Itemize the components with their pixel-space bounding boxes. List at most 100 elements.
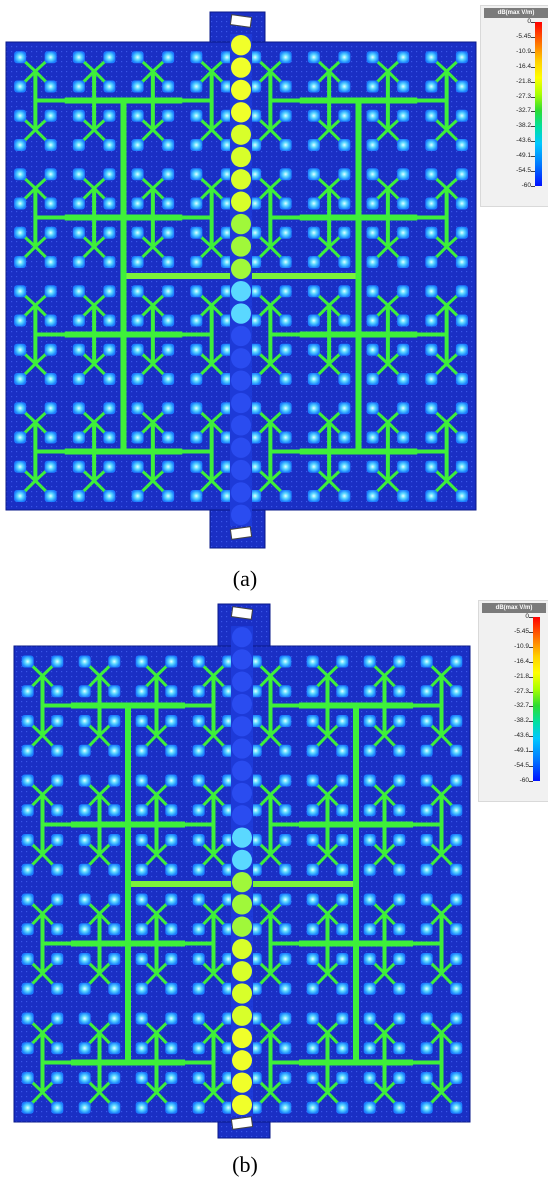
antenna-patch [450, 1101, 463, 1114]
waveguide-cell [231, 303, 251, 324]
antenna-patch [162, 226, 175, 239]
antenna-patch [420, 952, 433, 965]
antenna-patch [366, 226, 379, 239]
legend-tick-mark [529, 736, 533, 738]
antenna-patch [366, 402, 379, 415]
antenna-patch [78, 1071, 91, 1084]
antenna-patch [249, 197, 262, 210]
antenna-patch [78, 952, 91, 965]
antenna-patch [131, 402, 144, 415]
antenna-patch [165, 952, 178, 965]
antenna-patch [393, 982, 406, 995]
legend-tick-label: -27.3 [516, 92, 531, 100]
antenna-patch [455, 80, 468, 93]
antenna-patch [78, 1101, 91, 1114]
antenna-patch [420, 1101, 433, 1114]
legend-tick-label: -27.3 [514, 687, 529, 695]
antenna-patch [366, 460, 379, 473]
antenna-patch [78, 804, 91, 817]
antenna-patch [14, 226, 27, 239]
antenna-patch [249, 109, 262, 122]
antenna-patch [14, 197, 27, 210]
antenna-patch [131, 109, 144, 122]
antenna-patch [51, 744, 64, 757]
antenna-patch [455, 402, 468, 415]
antenna-patch [190, 109, 203, 122]
antenna-patch [192, 774, 205, 787]
antenna-patch [108, 1042, 121, 1055]
antenna-patch [455, 51, 468, 64]
antenna-patch [44, 168, 57, 181]
antenna-patch [192, 952, 205, 965]
antenna-patch [108, 923, 121, 936]
antenna-patch [336, 804, 349, 817]
antenna-patch [131, 314, 144, 327]
antenna-patch [78, 744, 91, 757]
antenna-patch [192, 1012, 205, 1025]
antenna-patch [220, 51, 233, 64]
antenna-patch [420, 893, 433, 906]
antenna-patch [425, 489, 438, 502]
antenna-patch [21, 863, 34, 876]
antenna-patch [190, 197, 203, 210]
antenna-patch [425, 138, 438, 151]
antenna-patch [397, 51, 410, 64]
legend-tick-mark [529, 706, 533, 708]
antenna-patch [44, 197, 57, 210]
waveguide-cell [232, 849, 252, 870]
antenna-patch [420, 1071, 433, 1084]
antenna-patch [307, 138, 320, 151]
legend-tick-label: 0 [527, 18, 531, 25]
antenna-patch [336, 774, 349, 787]
antenna-patch [51, 804, 64, 817]
antenna-patch [450, 863, 463, 876]
antenna-patch [135, 923, 148, 936]
legend-tick-label: -49.1 [516, 152, 531, 160]
antenna-patch [306, 982, 319, 995]
antenna-patch [338, 109, 351, 122]
antenna-patch [44, 51, 57, 64]
antenna-patch [44, 402, 57, 415]
antenna-patch [51, 685, 64, 698]
antenna-patch [165, 982, 178, 995]
antenna-patch [51, 1012, 64, 1025]
antenna-patch [72, 138, 85, 151]
legend-tick-mark [529, 631, 533, 633]
antenna-patch [279, 774, 292, 787]
antenna-patch [108, 744, 121, 757]
antenna-patch [165, 685, 178, 698]
antenna-patch [44, 109, 57, 122]
waveguide-cell [231, 35, 251, 56]
antenna-patch [336, 923, 349, 936]
antenna-patch [103, 168, 116, 181]
antenna-patch [363, 655, 376, 668]
antenna-patch [455, 314, 468, 327]
antenna-patch [307, 168, 320, 181]
waveguide-cell [231, 102, 251, 123]
waveguide-cell [231, 415, 251, 436]
antenna-patch [108, 982, 121, 995]
antenna-patch [306, 774, 319, 787]
antenna-patch [450, 982, 463, 995]
antenna-patch [455, 285, 468, 298]
antenna-patch [51, 923, 64, 936]
antenna-patch [21, 982, 34, 995]
antenna-patch [131, 51, 144, 64]
antenna-patch [14, 460, 27, 473]
antenna-patch [135, 655, 148, 668]
antenna-patch [455, 460, 468, 473]
antenna-patch [455, 138, 468, 151]
legend-title: dB(max V/m) [482, 603, 546, 613]
antenna-patch [363, 1042, 376, 1055]
waveguide-cell [231, 504, 251, 525]
antenna-patch [336, 1101, 349, 1114]
antenna-patch [279, 1012, 292, 1025]
antenna-patch [366, 255, 379, 268]
legend-tick-mark [529, 646, 533, 648]
antenna-patch [279, 893, 292, 906]
antenna-patch [338, 197, 351, 210]
antenna-patch [14, 51, 27, 64]
antenna-patch [366, 431, 379, 444]
legend-tick-label: -60 [521, 182, 531, 189]
antenna-patch [44, 489, 57, 502]
